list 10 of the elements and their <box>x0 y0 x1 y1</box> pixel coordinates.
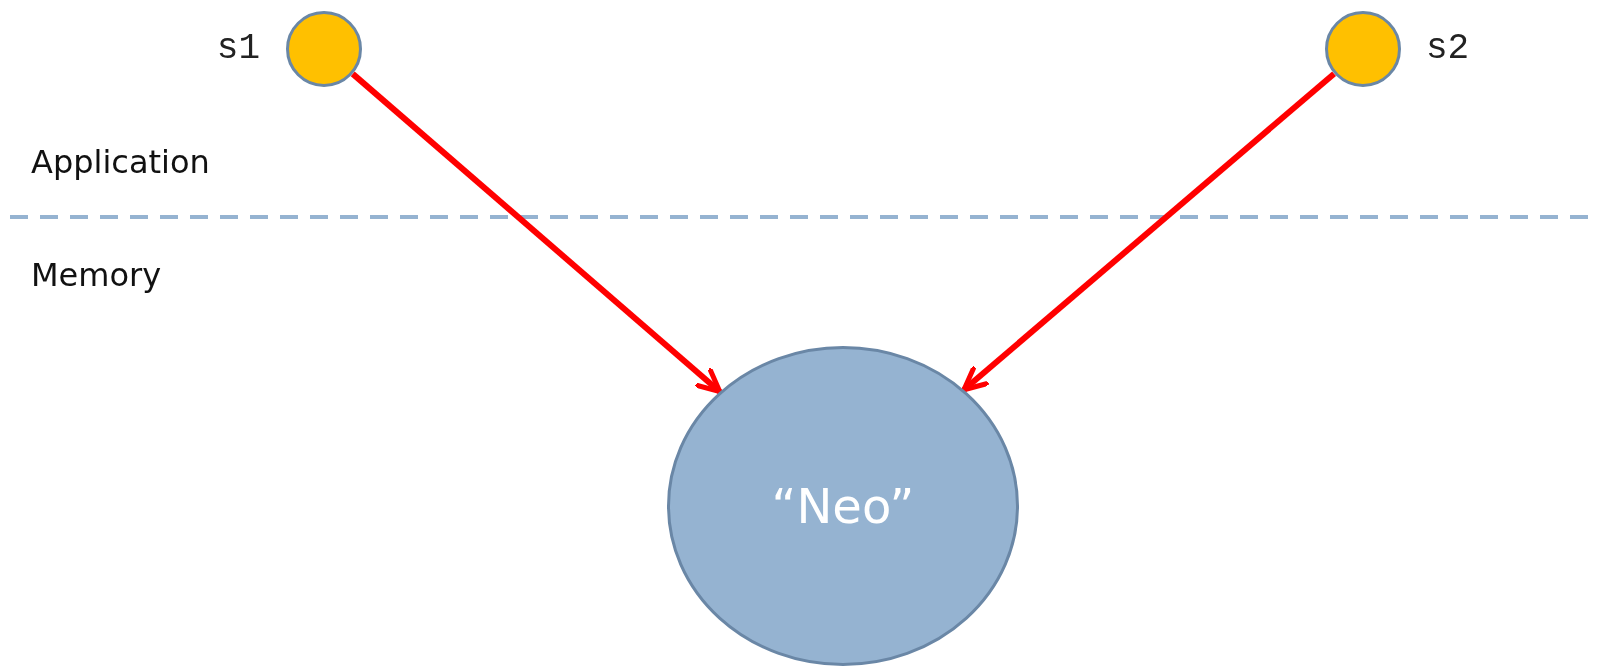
arrow <box>350 71 723 395</box>
node-label: s2 <box>1426 31 1470 67</box>
arrow <box>961 71 1337 393</box>
node-label: s1 <box>216 31 260 67</box>
ellipse-node <box>667 346 1019 666</box>
layer-label: Memory <box>31 259 162 291</box>
circle-node <box>286 11 362 87</box>
node-text: “Neo” <box>771 478 915 534</box>
circle-node <box>1325 11 1401 87</box>
layer-label: Application <box>31 146 210 178</box>
